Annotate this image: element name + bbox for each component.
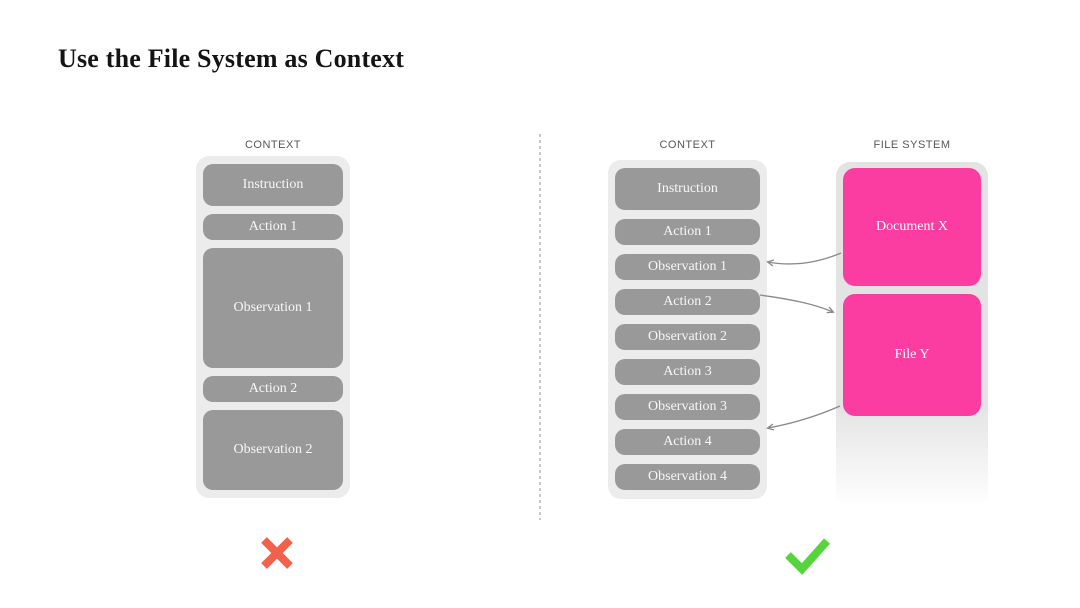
context-box-observation-2: Observation 2 (203, 410, 343, 490)
cross-icon (261, 537, 293, 569)
left-context-label: CONTEXT (244, 139, 302, 151)
context-box-instruction: Instruction (615, 168, 760, 210)
left-context-container: Instruction Action 1 Observation 1 Actio… (196, 156, 350, 498)
file-system-container: Document X File Y (836, 162, 988, 507)
context-box-instruction: Instruction (203, 164, 343, 206)
context-box-observation-3: Observation 3 (615, 394, 760, 420)
context-box-action-3: Action 3 (615, 359, 760, 385)
page-title: Use the File System as Context (58, 44, 405, 73)
arrow-filey-to-action4 (768, 405, 841, 428)
context-box-action-4: Action 4 (615, 429, 760, 455)
right-context-container: Instruction Action 1 Observation 1 Actio… (608, 160, 767, 499)
context-box-action-2: Action 2 (615, 289, 760, 315)
context-box-observation-4: Observation 4 (615, 464, 760, 490)
context-box-observation-2: Observation 2 (615, 324, 760, 350)
context-box-action-1: Action 1 (203, 214, 343, 240)
file-box-file-y: File Y (843, 294, 981, 416)
arrow-action2-to-filey (759, 294, 833, 312)
panel-divider (539, 134, 541, 520)
right-context-label: CONTEXT (659, 139, 716, 151)
context-box-observation-1: Observation 1 (615, 254, 760, 280)
context-box-action-1: Action 1 (615, 219, 760, 245)
file-system-label: FILE SYSTEM (873, 139, 951, 151)
context-box-action-2: Action 2 (203, 376, 343, 402)
check-icon (785, 538, 830, 575)
file-box-document-x: Document X (843, 168, 981, 286)
context-box-observation-1: Observation 1 (203, 248, 343, 368)
arrow-docx-to-observation1 (768, 252, 842, 264)
